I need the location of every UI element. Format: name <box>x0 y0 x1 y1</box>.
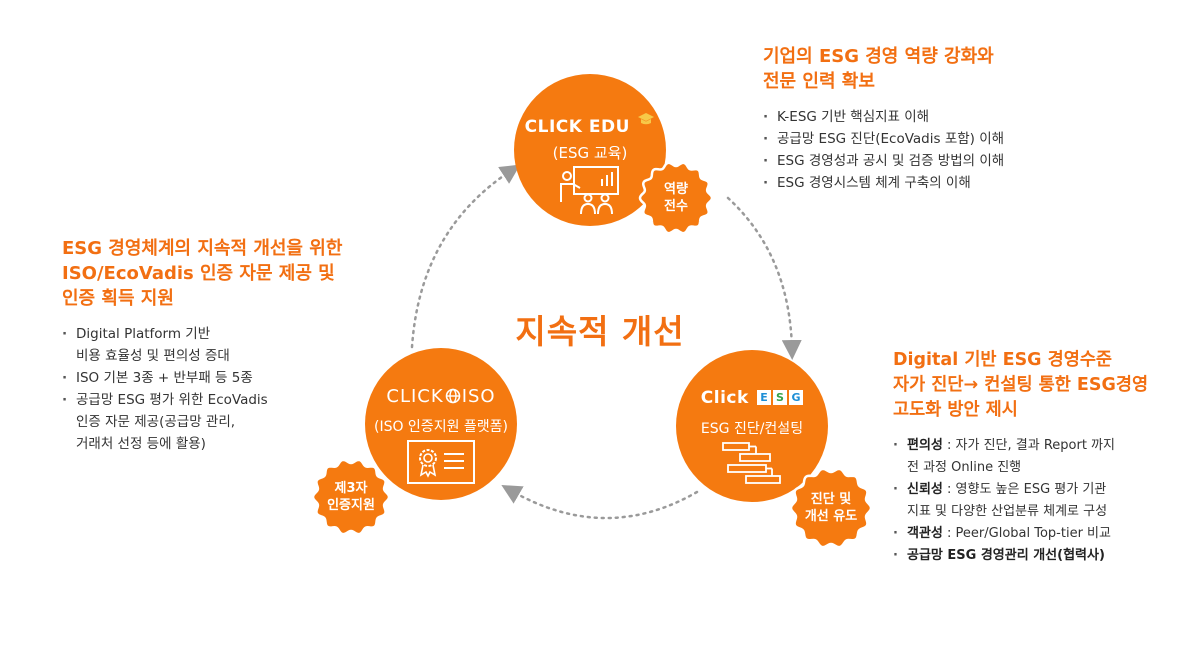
presentation-icon <box>560 166 619 215</box>
list-item: 편의성 : 자가 진단, 결과 Report 까지 전 과정 Online 진행 <box>893 435 1193 479</box>
list-item: ESG 경영성과 공시 및 검증 방법의 이해 <box>763 150 1183 172</box>
center-title: 지속적 개선 <box>515 312 685 351</box>
list-item-value: : Peer/Global Top-tier 비교 <box>942 526 1111 541</box>
edu-heading-line2: 전문 인력 확보 <box>763 71 875 92</box>
esg-heading-line2: 자가 진단→ 컨설팅 통한 ESG경영 <box>893 375 1149 395</box>
list-item-key: 객관성 <box>907 526 943 541</box>
arrow-iso-to-edu <box>410 164 521 349</box>
click-esg-subtitle: ESG 진단/컨설팅 <box>700 421 804 437</box>
edu-heading-line1: 기업의 ESG 경영 역량 강화와 <box>763 46 994 67</box>
list-item-value: : 자가 진단, 결과 Report 까지 <box>942 438 1115 453</box>
click-esg-brand-text: Click <box>700 388 749 408</box>
list-item-line: 공급망 ESG 평가 위한 EcoVadis <box>76 392 268 408</box>
list-item: 객관성 : Peer/Global Top-tier 비교 <box>893 523 1193 545</box>
iso-description: ESG 경영체계의 지속적 개선을 위한 ISO/EcoVadis 인증 자문 … <box>62 236 392 455</box>
graduation-cap-icon <box>638 113 655 125</box>
click-iso-brand-right: ISO <box>461 386 496 407</box>
esg-badge-line1: 진단 및 <box>810 492 852 507</box>
esg-badge: 진단 및 개선 유도 <box>789 466 873 550</box>
esg-letter-g: G <box>789 390 804 405</box>
scalloped-badge-shape <box>311 458 391 536</box>
list-item-key: 신뢰성 <box>907 482 943 497</box>
esg-heading: Digital 기반 ESG 경영수준 자가 진단→ 컨설팅 통한 ESG경영 … <box>893 348 1193 423</box>
iso-heading-line3: 인증 획득 지원 <box>62 288 174 309</box>
iso-badge: 제3자 인증지원 <box>311 457 391 537</box>
list-item: 신뢰성 : 영향도 높은 ESG 평가 기관 지표 및 다양한 산업분류 체계로… <box>893 479 1193 523</box>
iso-heading-line2: ISO/EcoVadis 인증 자문 제공 및 <box>62 263 335 284</box>
arrow-esg-to-iso <box>501 484 699 520</box>
edu-badge-line1: 역량 <box>664 182 688 197</box>
esg-description: Digital 기반 ESG 경영수준 자가 진단→ 컨설팅 통한 ESG경영 … <box>893 348 1193 567</box>
esg-badge-line2: 개선 유도 <box>804 509 858 524</box>
click-iso-brand-left: CLICK <box>386 386 444 407</box>
arrow-edu-to-esg <box>726 196 802 360</box>
list-item-value: : 영향도 높은 ESG 평가 기관 <box>942 482 1107 497</box>
click-edu-brand-text: CLICK EDU <box>524 117 630 137</box>
list-item: ISO 기본 3종 + 반부패 등 5종 <box>62 367 392 389</box>
list-item-key: 공급망 ESG 경영관리 개선(협력사) <box>907 548 1105 563</box>
click-edu-subtitle: (ESG 교육) <box>552 144 628 162</box>
list-item-line: 전 과정 Online 진행 <box>907 460 1022 475</box>
iso-heading-line1: ESG 경영체계의 지속적 개선을 위한 <box>62 238 343 259</box>
globe-icon <box>445 388 460 404</box>
esg-bullet-list: 편의성 : 자가 진단, 결과 Report 까지 전 과정 Online 진행… <box>893 435 1193 567</box>
esg-letter-e: E <box>757 390 772 405</box>
list-item-line: ISO 기본 3종 + 반부패 등 5종 <box>76 370 253 386</box>
list-item-line: 지표 및 다양한 산업분류 체계로 구성 <box>907 504 1108 519</box>
iso-badge-line2: 인증지원 <box>327 498 375 513</box>
list-item: 공급망 ESG 진단(EcoVadis 포함) 이해 <box>763 128 1183 150</box>
edu-badge-line2: 전수 <box>664 199 688 214</box>
list-item: 공급망 ESG 평가 위한 EcoVadis 인증 자문 제공(공급망 관리, … <box>62 389 392 455</box>
list-item: K-ESG 기반 핵심지표 이해 <box>763 106 1183 128</box>
list-item-line: Digital Platform 기반 <box>76 326 211 342</box>
click-edu-brand: CLICK EDU <box>514 112 666 137</box>
list-item: Digital Platform 기반 비용 효율성 및 편의성 증대 <box>62 323 392 367</box>
edu-bullet-list: K-ESG 기반 핵심지표 이해 공급망 ESG 진단(EcoVadis 포함)… <box>763 106 1183 194</box>
esg-heading-line1: Digital 기반 ESG 경영수준 <box>893 350 1113 370</box>
esg-heading-line3: 고도화 방안 제시 <box>893 400 1018 420</box>
esg-letter-s: S <box>773 390 788 405</box>
scalloped-badge-shape <box>789 467 873 549</box>
scalloped-badge-shape <box>638 161 714 235</box>
list-item-line: 비용 효율성 및 편의성 증대 <box>76 348 230 364</box>
list-item-line: 인증 자문 제공(공급망 관리, <box>76 414 236 430</box>
list-item-line: 거래처 선정 등에 활용) <box>76 436 206 452</box>
list-item-key: 편의성 <box>907 438 943 453</box>
edu-heading: 기업의 ESG 경영 역량 강화와 전문 인력 확보 <box>763 44 1183 94</box>
edu-description: 기업의 ESG 경영 역량 강화와 전문 인력 확보 K-ESG 기반 핵심지표… <box>763 44 1183 194</box>
iso-heading: ESG 경영체계의 지속적 개선을 위한 ISO/EcoVadis 인증 자문 … <box>62 236 392 311</box>
certificate-icon <box>407 440 475 484</box>
list-item: ESG 경영시스템 체계 구축의 이해 <box>763 172 1183 194</box>
edu-badge: 역량 전수 <box>638 160 714 236</box>
click-iso-brand: CLICK ISO <box>365 386 517 407</box>
iso-badge-line1: 제3자 <box>334 481 368 496</box>
diagnosis-chart-icon <box>722 442 781 484</box>
click-iso-subtitle: (ISO 인증지원 플랫폼) <box>373 419 509 435</box>
iso-bullet-list: Digital Platform 기반 비용 효율성 및 편의성 증대 ISO … <box>62 323 392 455</box>
list-item: 공급망 ESG 경영관리 개선(협력사) <box>893 545 1193 567</box>
